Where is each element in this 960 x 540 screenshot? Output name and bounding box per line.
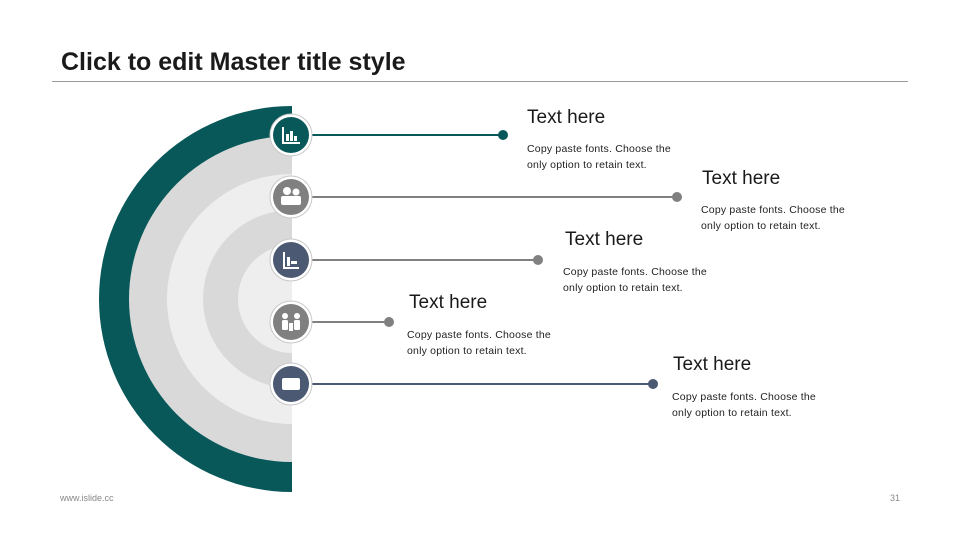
item-1-body[interactable]: Copy paste fonts. Choose the only option… xyxy=(527,143,671,171)
item-1-heading[interactable]: Text here xyxy=(527,107,606,128)
connector-4 xyxy=(312,317,394,327)
slide-title[interactable]: Click to edit Master title style xyxy=(61,48,406,76)
item-2-heading[interactable]: Text here xyxy=(702,168,781,189)
connector-2 xyxy=(312,192,682,202)
bar-chart-icon xyxy=(269,238,313,282)
title-divider xyxy=(52,81,908,82)
item-4-heading[interactable]: Text here xyxy=(409,292,488,313)
people-icon xyxy=(269,175,313,219)
item-2-body[interactable]: Copy paste fonts. Choose the only option… xyxy=(701,204,845,232)
item-3-heading[interactable]: Text here xyxy=(565,229,644,250)
footer-url: www.islide.cc xyxy=(60,493,114,503)
connector-1 xyxy=(312,130,508,140)
item-3-body[interactable]: Copy paste fonts. Choose the only option… xyxy=(563,266,707,294)
chart-icon xyxy=(269,113,313,157)
item-5-heading[interactable]: Text here xyxy=(673,354,752,375)
connector-3 xyxy=(312,255,543,265)
screen-icon xyxy=(269,362,313,406)
connector-5 xyxy=(312,379,658,389)
item-4-body[interactable]: Copy paste fonts. Choose the only option… xyxy=(407,329,551,357)
item-5-body[interactable]: Copy paste fonts. Choose the only option… xyxy=(672,391,816,419)
page-number: 31 xyxy=(889,493,900,503)
team-icon xyxy=(269,300,313,344)
